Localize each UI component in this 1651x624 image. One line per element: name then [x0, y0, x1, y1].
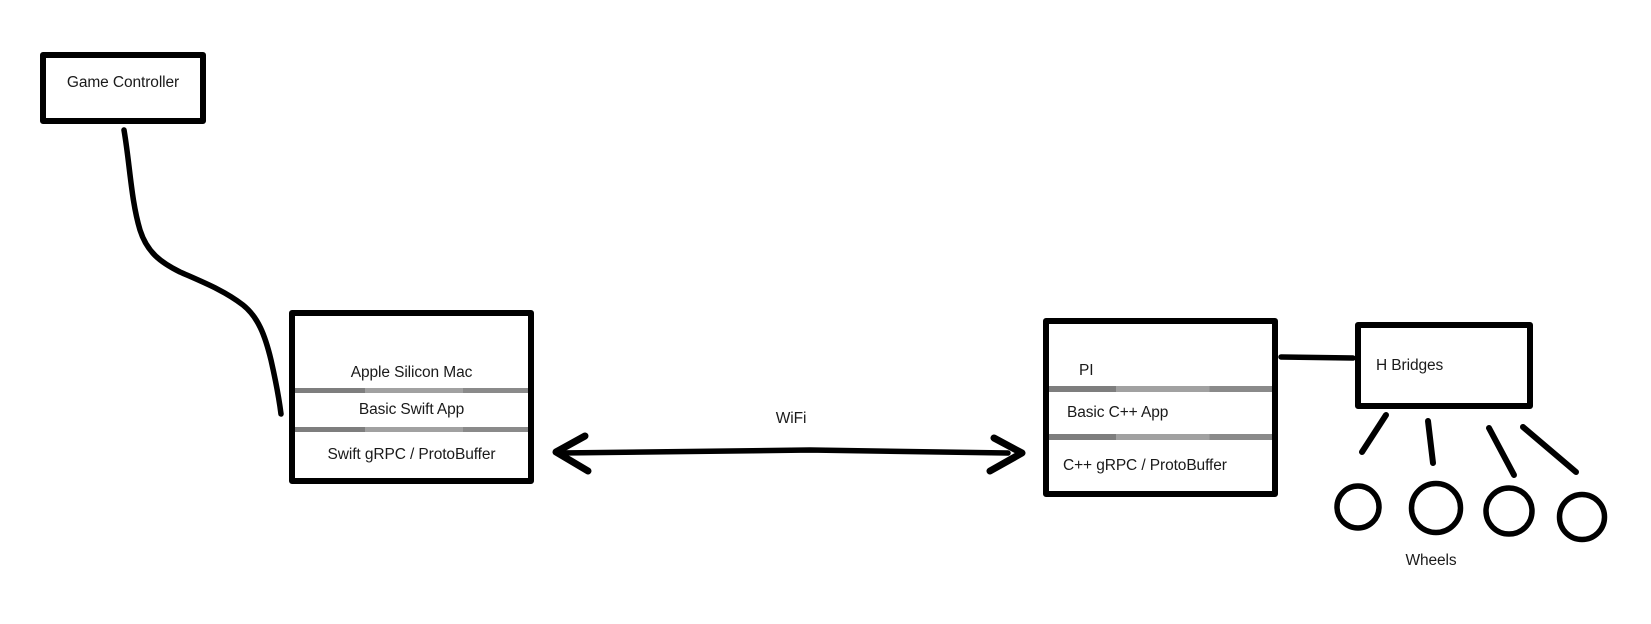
- game-controller-box: Game Controller: [40, 52, 206, 124]
- mac-divider-1: [295, 388, 528, 394]
- hbridges-wheel-lines: [1359, 412, 1579, 478]
- h-bridges-box: H Bridges: [1355, 322, 1533, 409]
- pi-stack-box: PI Basic C++ App C++ gRPC / ProtoBuffer: [1043, 318, 1278, 497]
- wifi-arrow-shaft: [557, 447, 1011, 456]
- pi-hardware-label: PI: [1079, 361, 1094, 379]
- mac-layer-hardware: Apple Silicon Mac: [295, 316, 528, 388]
- wheel-line-1: [1359, 412, 1389, 455]
- mac-grpc-label: Swift gRPC / ProtoBuffer: [327, 445, 496, 463]
- controller-cable-line: [121, 127, 284, 417]
- wheel-circle: [1556, 491, 1608, 543]
- wifi-link-label: WiFi: [775, 410, 807, 427]
- pi-layer-app: Basic C++ App: [1049, 392, 1272, 434]
- mac-layer-app: Basic Swift App: [295, 393, 528, 427]
- pi-layer-hardware: PI: [1049, 324, 1272, 386]
- wheel-line-4: [1520, 424, 1579, 475]
- wheels-caption: Wheels: [1405, 552, 1457, 569]
- wheel-circle: [1408, 480, 1464, 536]
- pi-grpc-label: C++ gRPC / ProtoBuffer: [1063, 456, 1227, 474]
- pi-hbridges-connector-line: [1278, 354, 1356, 361]
- wifi-double-arrow: [552, 432, 1026, 475]
- game-controller-label: Game Controller: [66, 74, 180, 91]
- pi-layer-grpc: C++ gRPC / ProtoBuffer: [1049, 440, 1272, 491]
- wheel-line-2: [1425, 418, 1436, 466]
- mac-stack-box: Apple Silicon Mac Basic Swift App Swift …: [289, 310, 534, 484]
- h-bridges-label: H Bridges: [1376, 356, 1444, 374]
- wheel-circle: [1334, 483, 1382, 531]
- wheel-circle: [1483, 485, 1535, 537]
- mac-hardware-label: Apple Silicon Mac: [350, 364, 473, 382]
- pi-app-label: Basic C++ App: [1067, 403, 1169, 421]
- wheel-line-3: [1486, 425, 1517, 478]
- pi-divider-1: [1049, 385, 1272, 392]
- pi-divider-2: [1049, 434, 1272, 441]
- wifi-arrowhead-right: [986, 434, 1026, 475]
- mac-divider-2: [295, 426, 528, 432]
- mac-layer-grpc: Swift gRPC / ProtoBuffer: [295, 432, 528, 478]
- wifi-arrowhead-left: [552, 432, 592, 475]
- mac-app-label: Basic Swift App: [358, 401, 465, 419]
- wheels-group: [1334, 480, 1608, 543]
